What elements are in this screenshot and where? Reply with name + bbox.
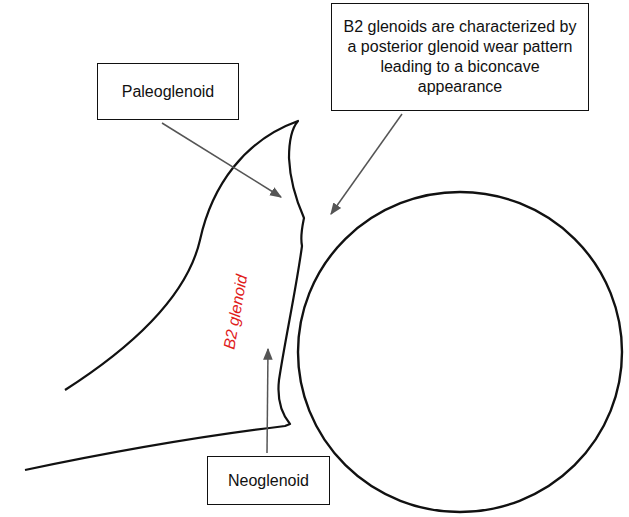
humeral-head — [298, 192, 622, 512]
callout-text: B2 glenoids are characterized by a poste… — [340, 17, 580, 97]
leader-arrow — [331, 114, 402, 214]
callout-box: Paleoglenoid — [97, 63, 239, 120]
leader-arrow — [267, 349, 268, 453]
callout-text: Paleoglenoid — [122, 82, 215, 102]
scapula-outline — [25, 121, 304, 470]
callout-box: B2 glenoids are characterized by a poste… — [331, 3, 589, 111]
callout-text: Neoglenoid — [228, 471, 309, 491]
leader-arrow — [162, 123, 281, 197]
region-label: B2 glenoid — [221, 273, 252, 351]
callout-box: Neoglenoid — [207, 456, 330, 505]
